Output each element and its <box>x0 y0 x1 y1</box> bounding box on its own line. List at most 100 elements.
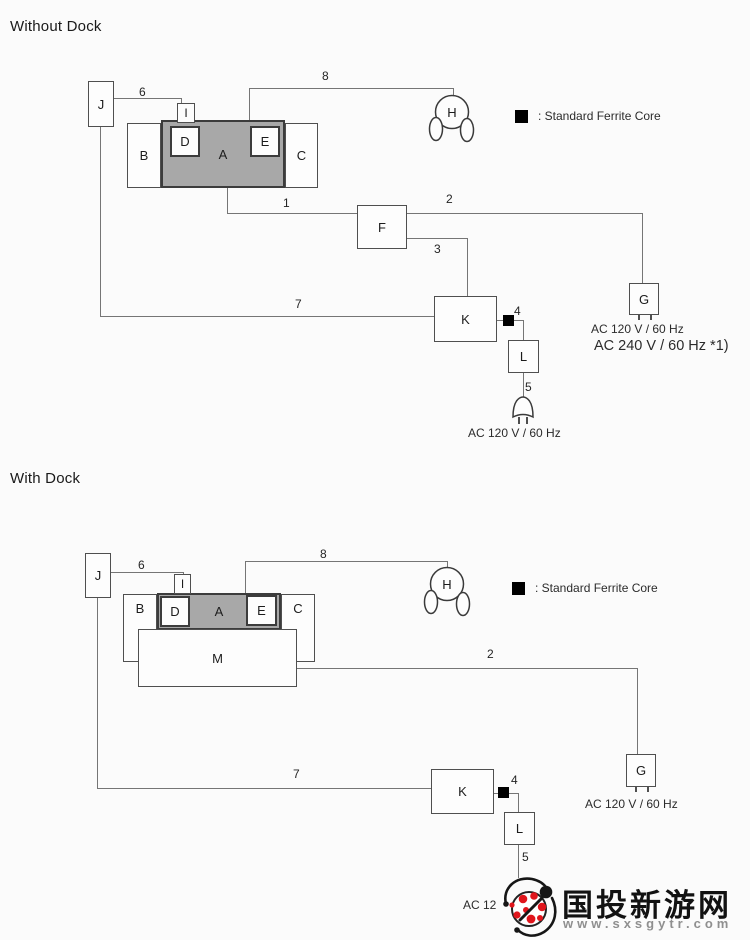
box-i-label: I <box>180 577 185 591</box>
box-e-label: E <box>257 603 266 618</box>
cable-7-line <box>100 127 101 317</box>
outlet-voltage-primary: AC 120 V / 60 Hz <box>591 322 684 336</box>
section-title-with-dock: With Dock <box>10 470 81 487</box>
box-j: J <box>88 81 114 127</box>
box-e: E <box>246 595 277 626</box>
box-i: I <box>177 103 195 123</box>
box-e: E <box>250 126 280 157</box>
box-f-label: F <box>378 219 386 235</box>
ferrite-core-legend: : Standard Ferrite Core <box>515 109 661 123</box>
cable-1-label: 1 <box>283 196 290 210</box>
ferrite-core-marker <box>498 787 509 798</box>
cable-4-label: 4 <box>511 773 518 787</box>
box-a-label: A <box>218 146 228 162</box>
cable-1-line <box>227 188 228 213</box>
cable-5-line <box>518 845 519 878</box>
cable-2-line <box>642 213 643 283</box>
cable-8-line <box>249 88 250 121</box>
watermark-site-url: www.sxsgytr.com <box>563 916 733 931</box>
cable-4-line <box>523 320 524 340</box>
cable-5-label: 5 <box>525 380 532 394</box>
box-h-label: H <box>442 577 451 592</box>
cable-3-label: 3 <box>434 242 441 256</box>
cable-6-label: 6 <box>138 558 145 572</box>
box-g-adapter: G <box>626 754 656 787</box>
watermark-site-name: 国投新游网 <box>562 888 732 924</box>
cable-8-line <box>245 561 246 593</box>
box-g-label: G <box>635 763 647 778</box>
cable-6-line <box>181 98 182 104</box>
legend-label: : Standard Ferrite Core <box>535 581 658 595</box>
box-d: D <box>170 126 200 157</box>
cable-2-line <box>297 668 637 669</box>
box-d-label: D <box>180 134 190 149</box>
box-c-label: C <box>293 601 303 616</box>
cable-8-line <box>453 88 454 96</box>
cable-8-line <box>249 88 453 89</box>
box-b-label: B <box>135 601 145 616</box>
ladybug-logo-icon <box>503 877 557 937</box>
power-plug-icon <box>512 396 534 424</box>
cable-3-line <box>407 238 467 239</box>
box-b: B <box>127 123 161 188</box>
cable-2-line <box>637 668 638 754</box>
box-l: L <box>508 340 539 373</box>
box-g-label: G <box>638 291 650 307</box>
box-j-label: J <box>97 96 105 112</box>
box-f: F <box>357 205 407 249</box>
box-c: C <box>285 123 318 188</box>
box-g-adapter: G <box>629 283 659 315</box>
cable-7-label: 7 <box>295 297 302 311</box>
cable-5-line <box>523 373 524 397</box>
box-d: D <box>160 596 190 627</box>
outlet-prong <box>650 315 652 320</box>
cable-8-line <box>447 561 448 568</box>
outlet-voltage-secondary: AC 240 V / 60 Hz *1) <box>594 338 729 354</box>
outlet-prong <box>635 787 637 792</box>
cable-7-line <box>97 788 431 789</box>
cable-7-label: 7 <box>293 767 300 781</box>
cable-4-line <box>494 793 498 794</box>
headphone-icon: H <box>428 94 475 143</box>
box-d-label: D <box>170 604 180 619</box>
box-i: I <box>174 574 191 594</box>
ferrite-swatch-icon <box>515 109 528 123</box>
cable-2-label: 2 <box>487 647 494 661</box>
box-i-label: I <box>184 106 188 120</box>
box-k-label: K <box>458 784 467 799</box>
legend-label: : Standard Ferrite Core <box>538 109 661 123</box>
box-a-label: A <box>214 604 224 619</box>
plug-voltage-label-partial: AC 12 <box>463 898 497 912</box>
box-m-label: M <box>212 650 223 666</box>
box-k: K <box>431 769 494 814</box>
box-k: K <box>434 296 497 342</box>
ferrite-core-marker <box>503 315 514 326</box>
headphone-icon: H <box>423 566 471 617</box>
box-l-label: L <box>515 821 524 836</box>
section-title-without-dock: Without Dock <box>10 18 102 35</box>
box-j-label: J <box>94 568 102 583</box>
outlet-prong <box>647 787 649 792</box>
cable-7-line <box>97 598 98 788</box>
box-b-label: B <box>139 148 149 163</box>
ferrite-swatch-icon <box>512 581 525 595</box>
cable-4-line <box>514 320 523 321</box>
cable-5-label: 5 <box>522 850 529 864</box>
outlet-prong <box>638 315 640 320</box>
box-c-label: C <box>296 148 307 163</box>
box-l: L <box>504 812 535 845</box>
box-m-dock: M <box>138 629 297 687</box>
outlet-voltage-primary: AC 120 V / 60 Hz <box>585 797 678 811</box>
ferrite-core-legend: : Standard Ferrite Core <box>512 581 658 595</box>
cable-8-line <box>245 561 447 562</box>
cable-6-line <box>111 572 183 573</box>
cable-4-label: 4 <box>514 304 521 318</box>
cable-8-label: 8 <box>322 69 329 83</box>
box-h-label: H <box>447 105 456 120</box>
plug-voltage-label: AC 120 V / 60 Hz <box>468 426 561 440</box>
cable-6-line <box>114 98 181 99</box>
cable-4-line <box>509 793 518 794</box>
cable-4-line <box>518 793 519 812</box>
cable-3-line <box>467 238 468 296</box>
